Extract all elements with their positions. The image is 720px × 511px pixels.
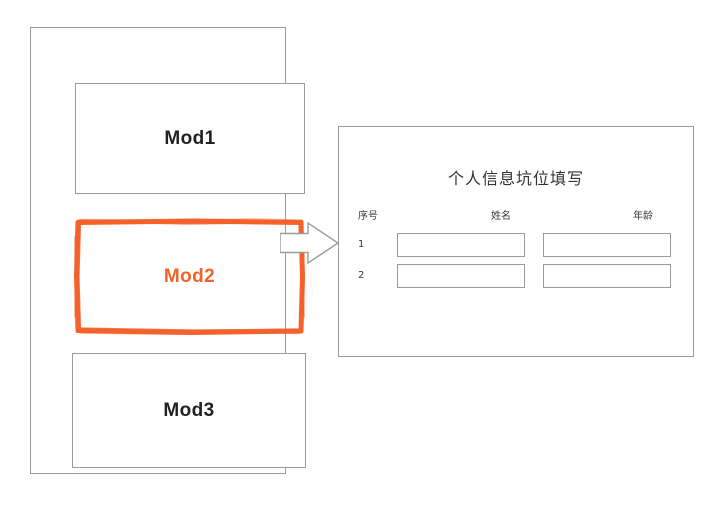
name-field[interactable] (397, 264, 525, 288)
module-card-label: Mod2 (163, 265, 216, 287)
name-field[interactable] (397, 233, 525, 257)
module-card-label: Mod3 (163, 400, 215, 421)
table-row: 2 (339, 262, 693, 293)
flow-arrow (280, 219, 340, 267)
age-field[interactable] (543, 233, 671, 257)
module-card-mod1[interactable]: Mod1 (75, 83, 305, 194)
column-header-age: 年龄 (633, 211, 653, 222)
row-index-label: 1 (358, 239, 365, 250)
module-card-label: Mod1 (164, 128, 216, 149)
table-header-row: 序号 姓名 年龄 (339, 207, 693, 231)
form-panel: 个人信息坑位填写 序号 姓名 年龄 1 2 (338, 126, 694, 357)
form-title: 个人信息坑位填写 (447, 169, 584, 188)
form-table: 序号 姓名 年龄 1 2 (339, 207, 693, 293)
module-list-container: Mod1 (30, 27, 306, 474)
column-header-index: 序号 (358, 211, 378, 222)
table-row: 1 (339, 231, 693, 262)
row-index-label: 2 (358, 270, 365, 281)
module-card-mod3[interactable]: Mod3 (72, 353, 306, 468)
column-header-name: 姓名 (491, 211, 511, 222)
module-card-mod2-selected[interactable]: Mod2 (73, 217, 306, 336)
age-field[interactable] (543, 264, 671, 288)
right-arrow-icon (280, 221, 340, 265)
